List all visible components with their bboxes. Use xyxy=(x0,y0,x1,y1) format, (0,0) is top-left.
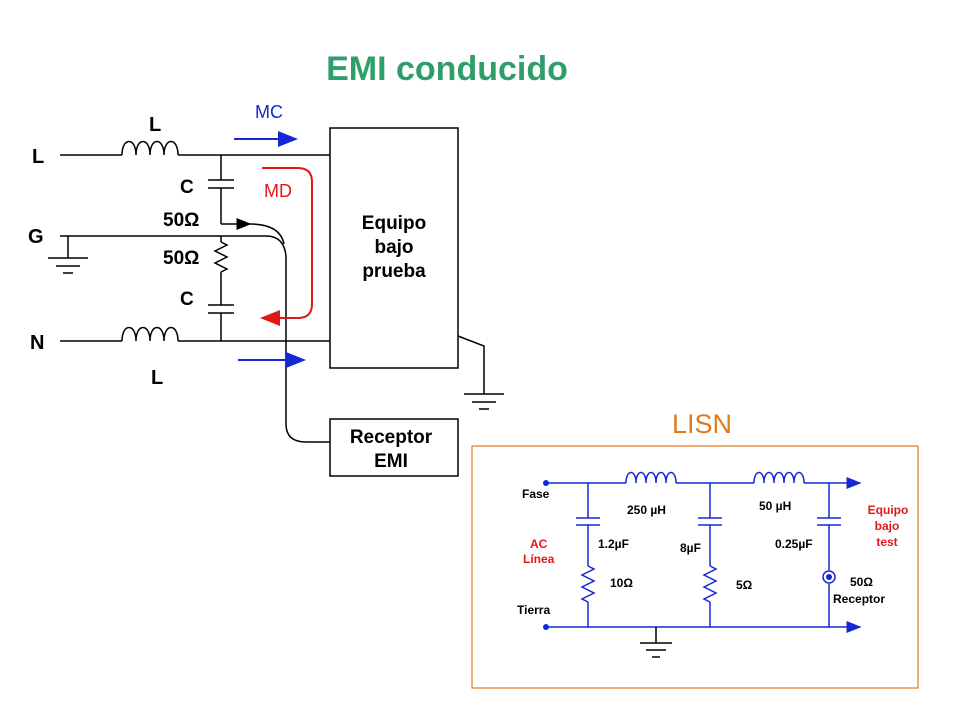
lisn-box xyxy=(471,445,919,689)
lisn-title: LISN xyxy=(672,409,732,439)
lisn-c2-label: 8µF xyxy=(680,541,701,555)
lisn-c1-label: 1.2µF xyxy=(598,537,629,551)
receiver-label-1: Receptor xyxy=(350,427,433,448)
neutral-label: N xyxy=(30,332,44,354)
lisn-fase-label: Fase xyxy=(522,487,550,501)
inductor-bottom-label: L xyxy=(151,367,163,389)
eut-label-1: Equipo xyxy=(362,213,426,234)
eut-box xyxy=(329,127,459,369)
lisn-l2-label: 50 µH xyxy=(759,499,791,513)
eut-label-2: bajo xyxy=(374,237,413,258)
lisn-l1-label: 250 µH xyxy=(627,503,666,517)
lisn-ac-label: AC xyxy=(530,537,548,551)
cap-top-label: C xyxy=(180,177,194,198)
lisn-inductor-2 xyxy=(753,471,805,484)
ground-label: G xyxy=(28,226,44,248)
main-circuit xyxy=(48,140,504,443)
lisn-receptor-label: Receptor xyxy=(833,592,885,606)
lisn-c3-label: 0.25µF xyxy=(775,537,813,551)
cap-bottom-label: C xyxy=(180,289,194,310)
receiver-box xyxy=(329,418,459,477)
md-arrow xyxy=(260,167,313,326)
eut-label-3: prueba xyxy=(362,261,426,282)
lisn-inductor-1 xyxy=(625,471,677,484)
lisn-r1-label: 10Ω xyxy=(610,576,633,590)
lisn-r2-label: 5Ω xyxy=(736,578,753,592)
lisn-eut-label-2: bajo xyxy=(875,519,900,533)
res-bottom-label: 50Ω xyxy=(163,248,199,269)
inductor-top xyxy=(121,140,179,156)
inductor-top-label: L xyxy=(149,114,161,136)
line-label: L xyxy=(32,146,44,168)
md-label: MD xyxy=(264,181,292,201)
resistor-bottom xyxy=(213,241,229,273)
res-top-label: 50Ω xyxy=(163,210,199,231)
page-title: EMI conducido xyxy=(326,50,568,88)
lisn-eut-label-3: test xyxy=(876,535,897,549)
lisn-r3-label: 50Ω xyxy=(850,575,873,589)
lisn-tierra-label: Tierra xyxy=(517,603,550,617)
lisn-eut-label-1: Equipo xyxy=(868,503,909,517)
receiver-label-2: EMI xyxy=(374,451,408,472)
lisn-circuit xyxy=(546,471,862,658)
lisn-linea-label: Línea xyxy=(523,552,555,566)
mc-label: MC xyxy=(255,102,283,122)
inductor-bottom xyxy=(121,326,179,342)
